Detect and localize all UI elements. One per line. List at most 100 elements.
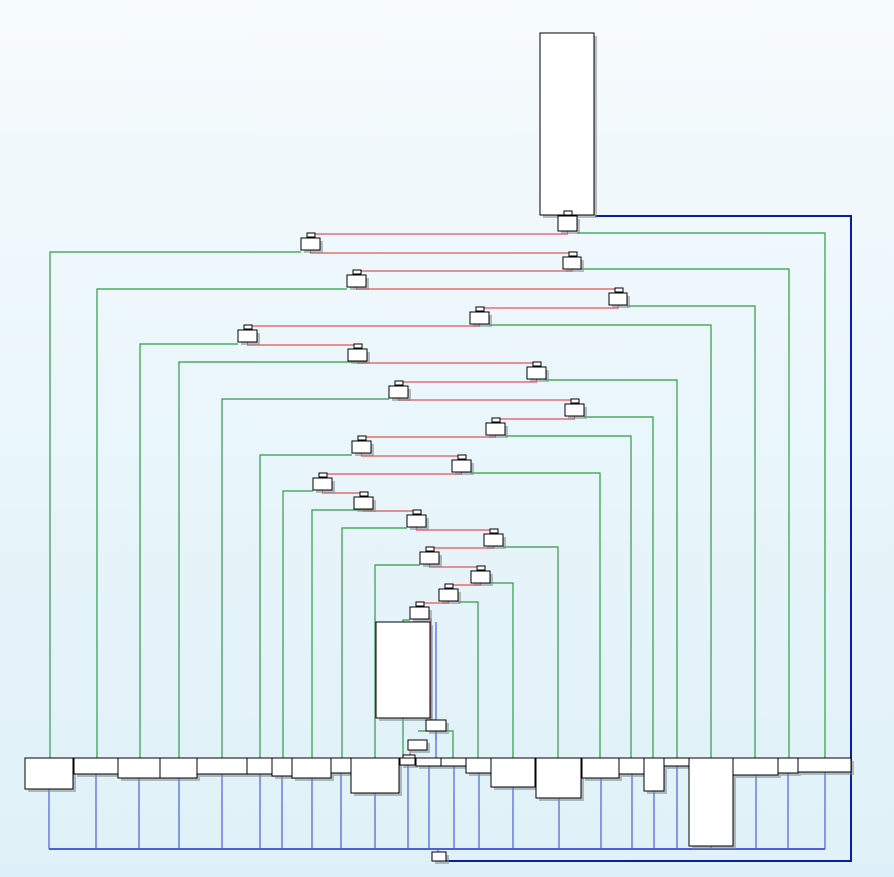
case-block[interactable] xyxy=(777,757,799,774)
true-branch-edge xyxy=(247,324,481,327)
back-edge xyxy=(446,215,852,862)
false-branch-edge xyxy=(545,379,678,758)
false-branch-edge xyxy=(489,324,712,758)
case-block[interactable] xyxy=(797,757,852,773)
true-branch-edge xyxy=(398,379,538,383)
false-branch-edge xyxy=(584,416,654,758)
false-branch-edge xyxy=(374,564,420,758)
condition-block-header xyxy=(359,491,369,497)
condition-block[interactable] xyxy=(388,385,409,399)
case-block[interactable] xyxy=(399,757,416,766)
condition-block[interactable] xyxy=(485,422,506,436)
case-block[interactable] xyxy=(246,757,273,775)
condition-block[interactable] xyxy=(470,570,491,584)
condition-block-header xyxy=(563,210,573,216)
condition-block-header xyxy=(568,251,578,257)
condition-block[interactable] xyxy=(353,496,374,510)
condition-block[interactable] xyxy=(237,329,258,343)
false-branch-edge xyxy=(471,472,601,758)
false-branch-edge xyxy=(282,490,313,758)
false-branch-edge xyxy=(259,454,352,758)
true-branch-edge xyxy=(495,416,576,420)
condition-block-header xyxy=(444,583,454,589)
case-block[interactable] xyxy=(196,757,248,775)
condition-block-header xyxy=(357,435,367,441)
condition-block-header xyxy=(570,398,580,404)
true-branch-edge xyxy=(360,453,462,457)
condition-block[interactable] xyxy=(562,256,582,270)
true-branch-edge xyxy=(356,361,537,364)
case-block[interactable] xyxy=(291,757,332,779)
condition-block-header xyxy=(352,269,362,275)
condition-block[interactable] xyxy=(451,459,472,473)
case-block[interactable] xyxy=(732,757,779,776)
condition-block[interactable] xyxy=(557,215,578,232)
case-block[interactable] xyxy=(117,757,161,779)
condition-block-header xyxy=(353,343,363,349)
case-block[interactable] xyxy=(663,757,690,767)
case-block[interactable] xyxy=(535,757,582,799)
condition-block[interactable] xyxy=(483,533,504,547)
condition-block[interactable] xyxy=(406,514,427,528)
small-block[interactable] xyxy=(425,719,447,732)
case-block[interactable] xyxy=(581,757,620,779)
condition-block-header xyxy=(476,565,486,571)
condition-block-header xyxy=(243,324,253,330)
condition-block[interactable] xyxy=(608,292,628,306)
exit-block[interactable] xyxy=(431,851,447,862)
condition-block-header xyxy=(394,380,404,386)
false-branch-edge xyxy=(49,251,301,758)
condition-block[interactable] xyxy=(347,348,368,362)
condition-block-header xyxy=(457,454,467,460)
condition-block[interactable] xyxy=(438,588,459,602)
condition-block-header xyxy=(425,546,435,552)
condition-block-header xyxy=(489,528,499,534)
condition-block[interactable] xyxy=(526,366,547,380)
case-block[interactable] xyxy=(465,757,492,774)
condition-block[interactable] xyxy=(351,440,372,454)
case-block[interactable] xyxy=(440,757,467,767)
true-branch-edge xyxy=(246,342,358,346)
case-block[interactable] xyxy=(688,757,734,847)
true-branch-edge xyxy=(361,435,497,438)
condition-block[interactable] xyxy=(409,606,430,620)
condition-block-header xyxy=(614,287,624,293)
case-block[interactable] xyxy=(73,757,119,775)
false-branch-edge xyxy=(458,601,479,758)
true-branch-edge xyxy=(309,250,572,254)
condition-block-header xyxy=(306,232,316,238)
condition-block-header xyxy=(491,417,501,423)
condition-block-header xyxy=(318,472,328,478)
case-block[interactable] xyxy=(618,757,645,775)
false-branch-edge xyxy=(505,435,632,758)
condition-block-header xyxy=(415,601,425,607)
condition-block[interactable] xyxy=(346,274,367,288)
condition-block[interactable] xyxy=(312,477,333,491)
case-block[interactable] xyxy=(490,757,536,788)
false-branch-edge xyxy=(221,398,389,758)
condition-block[interactable] xyxy=(564,403,585,417)
case-block[interactable] xyxy=(24,757,74,790)
false-branch-edge xyxy=(581,268,790,758)
false-branch-edge xyxy=(96,288,347,758)
case-block[interactable] xyxy=(643,757,665,792)
tall-block[interactable] xyxy=(375,621,431,719)
false-branch-edge xyxy=(178,361,367,758)
condition-block[interactable] xyxy=(300,237,321,251)
case-block[interactable] xyxy=(350,757,400,794)
false-branch-edge xyxy=(341,527,407,758)
false-branch-edge xyxy=(577,232,826,758)
condition-block-header xyxy=(475,306,485,312)
condition-block[interactable] xyxy=(469,311,490,325)
case-block[interactable] xyxy=(415,757,442,767)
case-block[interactable] xyxy=(159,757,198,779)
entry-block[interactable] xyxy=(539,32,595,216)
small-block[interactable] xyxy=(407,739,428,751)
true-branch-edge xyxy=(355,287,618,290)
case-block[interactable] xyxy=(271,757,293,777)
nodes-layer xyxy=(24,32,854,864)
case-block[interactable] xyxy=(330,757,352,774)
condition-block-header xyxy=(412,509,422,515)
condition-block[interactable] xyxy=(419,551,440,565)
